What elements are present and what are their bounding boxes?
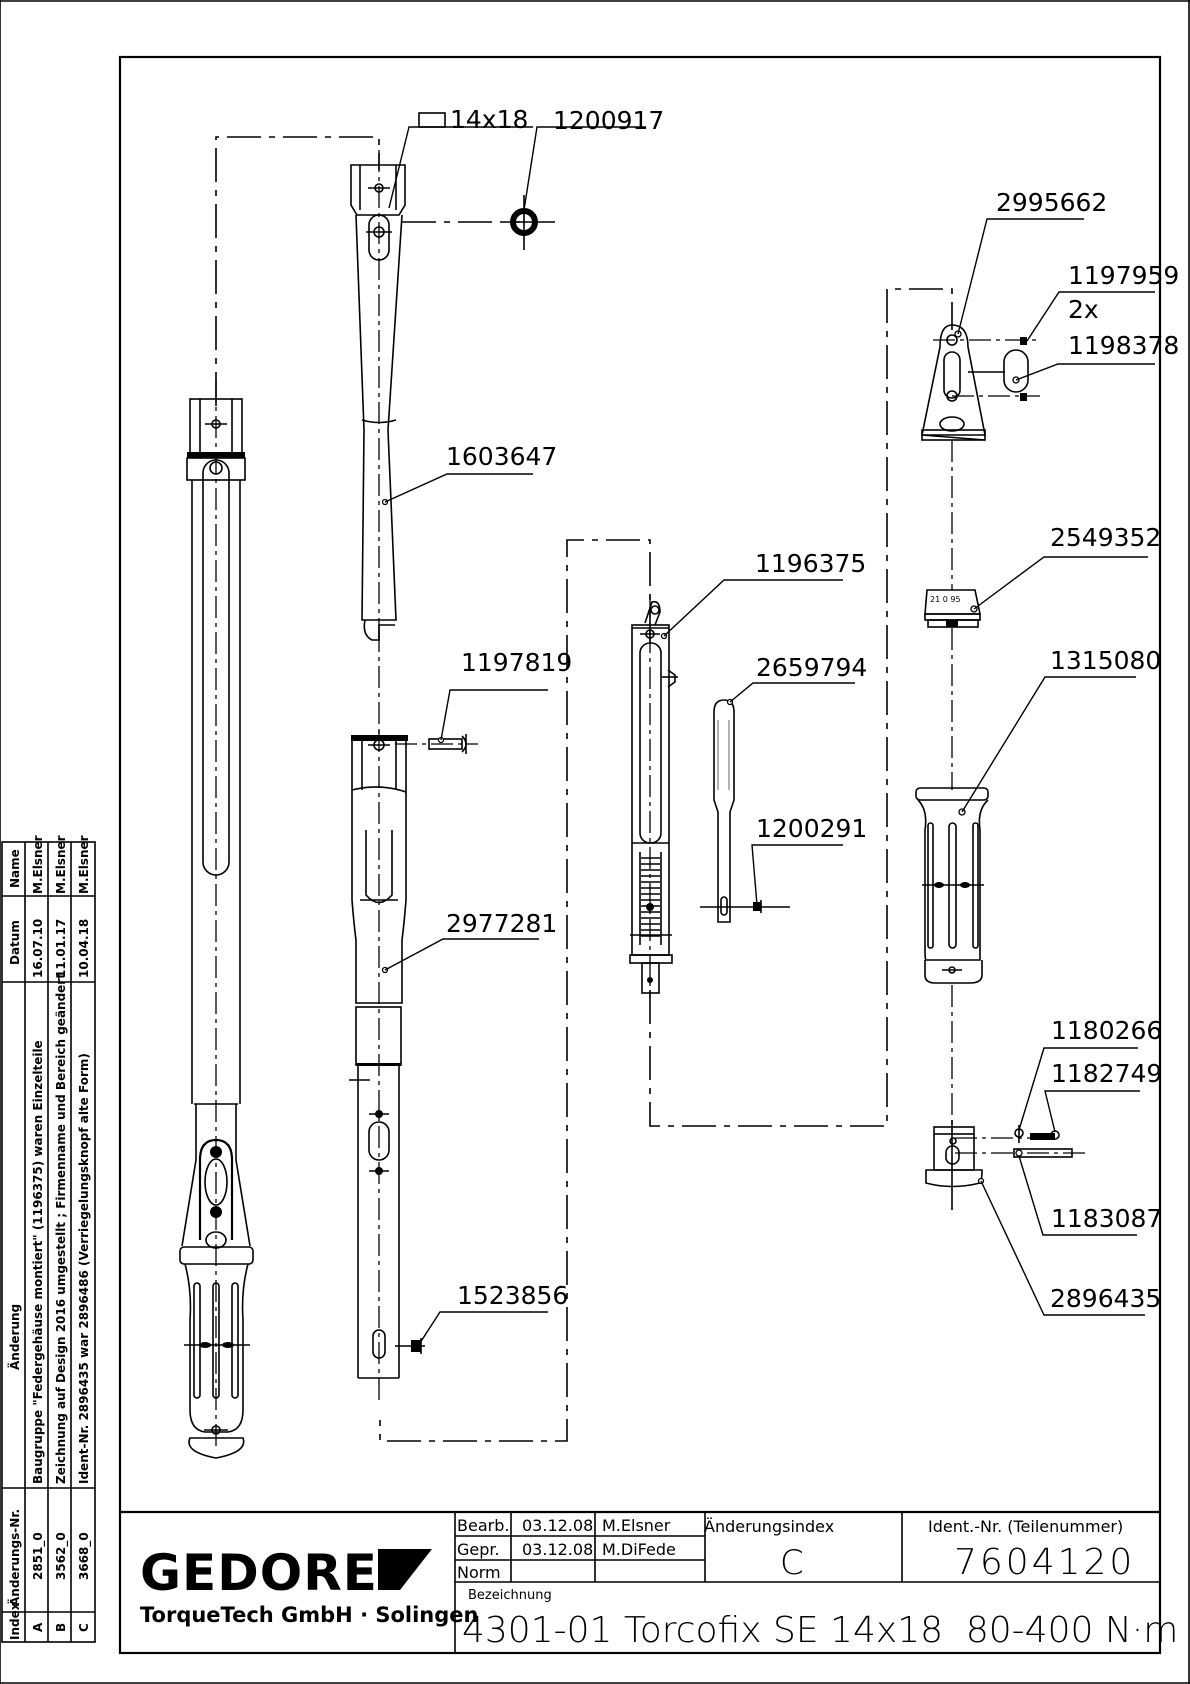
ident-label: Ident.-Nr. (Teilenummer) [928,1517,1123,1536]
rev-a-date: 16.07.10 [31,919,45,978]
tb-row-name-gepr: M.DiFede [602,1540,676,1559]
rev-header-name: Name [8,849,22,888]
rev-a-change-no: 2851_0 [31,1532,46,1580]
rev-a-change: Baugruppe "Federgehäuse montiert" (11963… [31,1040,45,1484]
part-head-1603647 [350,150,406,641]
rev-header-change-no: Änderungs-Nr. [7,1509,22,1606]
rev-c-change: Ident-Nr. 2896435 war 2896486 (Verriegel… [77,1053,91,1484]
callout-1183087: 1183087 [1051,1204,1162,1233]
callout-1315080: 1315080 [1050,646,1161,675]
tb-row-name-bearb: M.Elsner [602,1516,671,1535]
callout-2995662: 2995662 [996,188,1107,217]
callout-1197819: 1197819 [461,648,572,677]
change-index-value: C [780,1543,804,1583]
callout-1523856: 1523856 [457,1281,568,1310]
callout-1182749: 1182749 [1051,1059,1162,1088]
callout-1200917: 1200917 [553,106,664,135]
callout-2977281: 2977281 [446,909,557,938]
part-screws-1197959 [1020,337,1027,401]
gedore-logo: GEDORE [140,1544,378,1602]
part-spring-cartridge-1196375 [629,595,678,998]
assembly-line-cartridge [379,539,651,1442]
tb-row-date-gepr: 03.12.08 [522,1540,593,1559]
rev-b-date: 11.01.17 [54,919,68,978]
rev-header-date: Datum [8,920,22,965]
rev-header-index: Index [8,1602,22,1640]
rev-c-change-no: 3668_0 [77,1532,92,1580]
part-pin-1183087 [955,1148,1088,1158]
part-lock-knob-2896435 [925,1120,985,1210]
designation-value: 4301-01 Torcofix SE 14x18 80-400 N·m [462,1610,1178,1651]
callout-2549352: 2549352 [1050,523,1161,552]
callout-2x-qty: 2x [1068,295,1099,324]
rev-b-name: M.Elsner [54,835,68,894]
callout-1180266: 1180266 [1051,1016,1162,1045]
tb-row-date-bearb: 03.12.08 [522,1516,593,1535]
rev-b-change: Zeichnung auf Design 2016 umgestellt ; F… [54,973,68,1484]
rev-header-change: Änderung [7,1304,22,1370]
change-index-label: Änderungsindex [704,1517,834,1536]
assembly-line-right [649,288,953,1127]
callout-2659794: 2659794 [756,653,867,682]
cap-marks: 21 0 95 [930,595,961,604]
title-block: GEDORE TorqueTech GmbH · Solingen Bearb.… [120,1510,1178,1653]
callout-2896435: 2896435 [1050,1284,1161,1313]
square-drive-symbol-icon [418,112,446,128]
revision-table: Index Änderungs-Nr. Änderung Datum Name … [1,835,96,1643]
part-tube-2977281 [349,730,408,1400]
rev-c-index: C [77,1623,91,1632]
tb-row-label-norm: Norm [457,1563,501,1582]
designation-label: Bezeichnung [468,1588,552,1603]
interface-size-label: 14x18 [450,105,528,134]
leader-lines [384,126,1155,1347]
gedore-logo-wedge-icon [378,1549,432,1590]
rev-c-name: M.Elsner [77,835,91,894]
rev-a-index: A [31,1622,45,1632]
rev-a-name: M.Elsner [31,835,45,894]
part-handle-1315080 [915,787,989,984]
rev-b-change-no: 3562_0 [54,1532,69,1580]
callout-1200291: 1200291 [756,814,867,843]
callout-1196375: 1196375 [755,549,866,578]
callout-1197959: 1197959 [1068,261,1179,290]
callout-1603647: 1603647 [446,442,557,471]
assembly-line-head [215,136,380,406]
tb-row-label-bearb: Bearb. [457,1516,509,1535]
ident-number: 7604120 [954,1542,1135,1583]
drawing-frame [118,55,1162,1655]
part-pin-1200917 [506,195,555,250]
tb-row-label-gepr: Gepr. [457,1540,500,1559]
part-spring-1182749 [1030,1130,1060,1140]
callout-1198378: 1198378 [1068,331,1179,360]
part-scale-2659794 [700,698,790,923]
rev-b-index: B [54,1623,68,1632]
rev-c-date: 10.04.18 [77,919,91,978]
part-washer-1198378 [1003,349,1029,393]
company-name: TorqueTech GmbH · Solingen [140,1603,478,1627]
part-cap-2549352: 21 0 95 [924,589,981,628]
assembled-wrench [179,380,254,1459]
part-pin-1200291 [753,900,762,913]
